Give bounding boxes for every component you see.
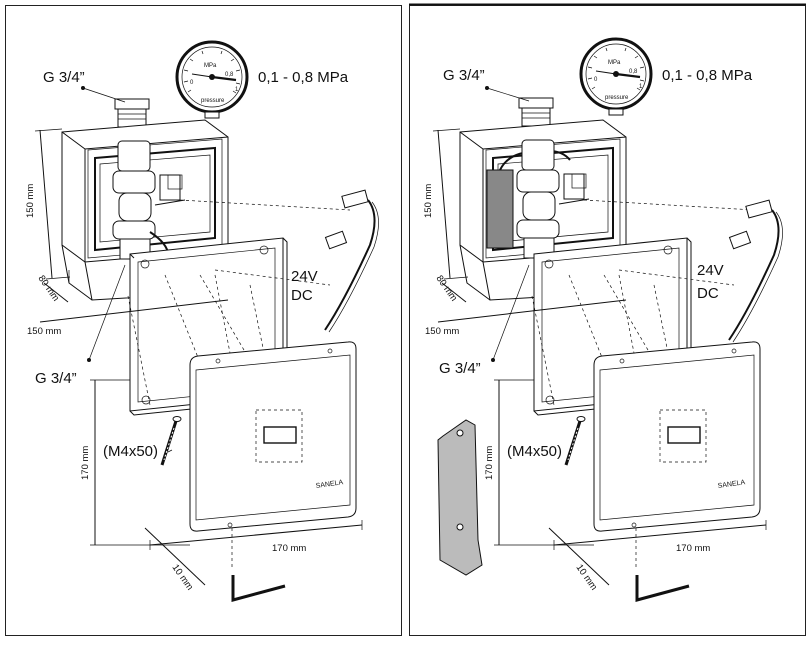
leader-lines xyxy=(81,86,173,453)
gauge-scale-high: 0 xyxy=(594,77,598,83)
cable-connector xyxy=(728,199,783,343)
gauge-scale-low: 0,8 xyxy=(629,69,638,75)
valve-assembly xyxy=(516,139,590,259)
dimension-lines xyxy=(34,128,363,586)
front-cover: SANELA xyxy=(593,341,761,532)
gauge-scale-mid: 1 xyxy=(235,87,239,93)
gauge-scale-low: 0,8 xyxy=(225,72,234,78)
width-dimension: 150 mm xyxy=(27,326,61,337)
screw-icon xyxy=(564,416,586,466)
voltage-label-1: 24V xyxy=(291,268,318,285)
front-cover: SANELA xyxy=(189,341,357,532)
valve-assembly xyxy=(112,140,186,260)
gauge-unit: MPa xyxy=(204,63,217,69)
gauge-scale-mid: 1 xyxy=(639,84,643,90)
pressure-gauge-icon: MPa 0,8 0 1 pressure xyxy=(175,40,249,119)
outlet-thread-label: G 3/4” xyxy=(439,360,481,377)
height-dimension: 150 mm xyxy=(423,184,434,218)
gauge-caption: pressure xyxy=(201,98,225,104)
control-module xyxy=(486,169,514,249)
hex-key-icon xyxy=(231,575,286,602)
pressure-range-label: 0,1 - 0,8 MPa xyxy=(662,67,753,84)
gauge-unit: MPa xyxy=(608,60,621,66)
cover-width-dimension: 170 mm xyxy=(676,543,710,554)
inlet-thread-label: G 3/4” xyxy=(443,67,485,84)
screw-label: (M4x50) xyxy=(103,443,158,460)
hex-key-icon xyxy=(635,575,690,602)
outlet-thread-label: G 3/4” xyxy=(35,370,77,387)
width-dimension: 150 mm xyxy=(425,326,459,337)
gauge-scale-high: 0 xyxy=(190,80,194,86)
mounting-bracket xyxy=(437,419,483,576)
dimension-lines xyxy=(432,128,767,586)
cover-width-dimension: 170 mm xyxy=(272,543,306,554)
cover-height-dimension: 170 mm xyxy=(484,446,495,480)
inlet-thread-label: G 3/4” xyxy=(43,69,85,86)
screw-label: (M4x50) xyxy=(507,443,562,460)
voltage-label-2: DC xyxy=(697,285,719,302)
pressure-range-label: 0,1 - 0,8 MPa xyxy=(258,69,349,86)
pressure-gauge-icon: MPa 0,8 0 1 pressure xyxy=(579,37,653,116)
brand-logo: SANELA xyxy=(315,479,344,490)
brand-logo: SANELA xyxy=(717,479,746,490)
right-panel: MPa 0,8 0 1 pressure xyxy=(423,37,783,602)
cover-height-dimension: 170 mm xyxy=(80,446,91,480)
gauge-caption: pressure xyxy=(605,95,629,101)
screw-icon xyxy=(160,416,182,466)
height-dimension: 150 mm xyxy=(25,184,36,218)
voltage-label-2: DC xyxy=(291,287,313,304)
leader-lines xyxy=(485,86,530,362)
cable-connector xyxy=(324,189,379,333)
voltage-label-1: 24V xyxy=(697,262,724,279)
